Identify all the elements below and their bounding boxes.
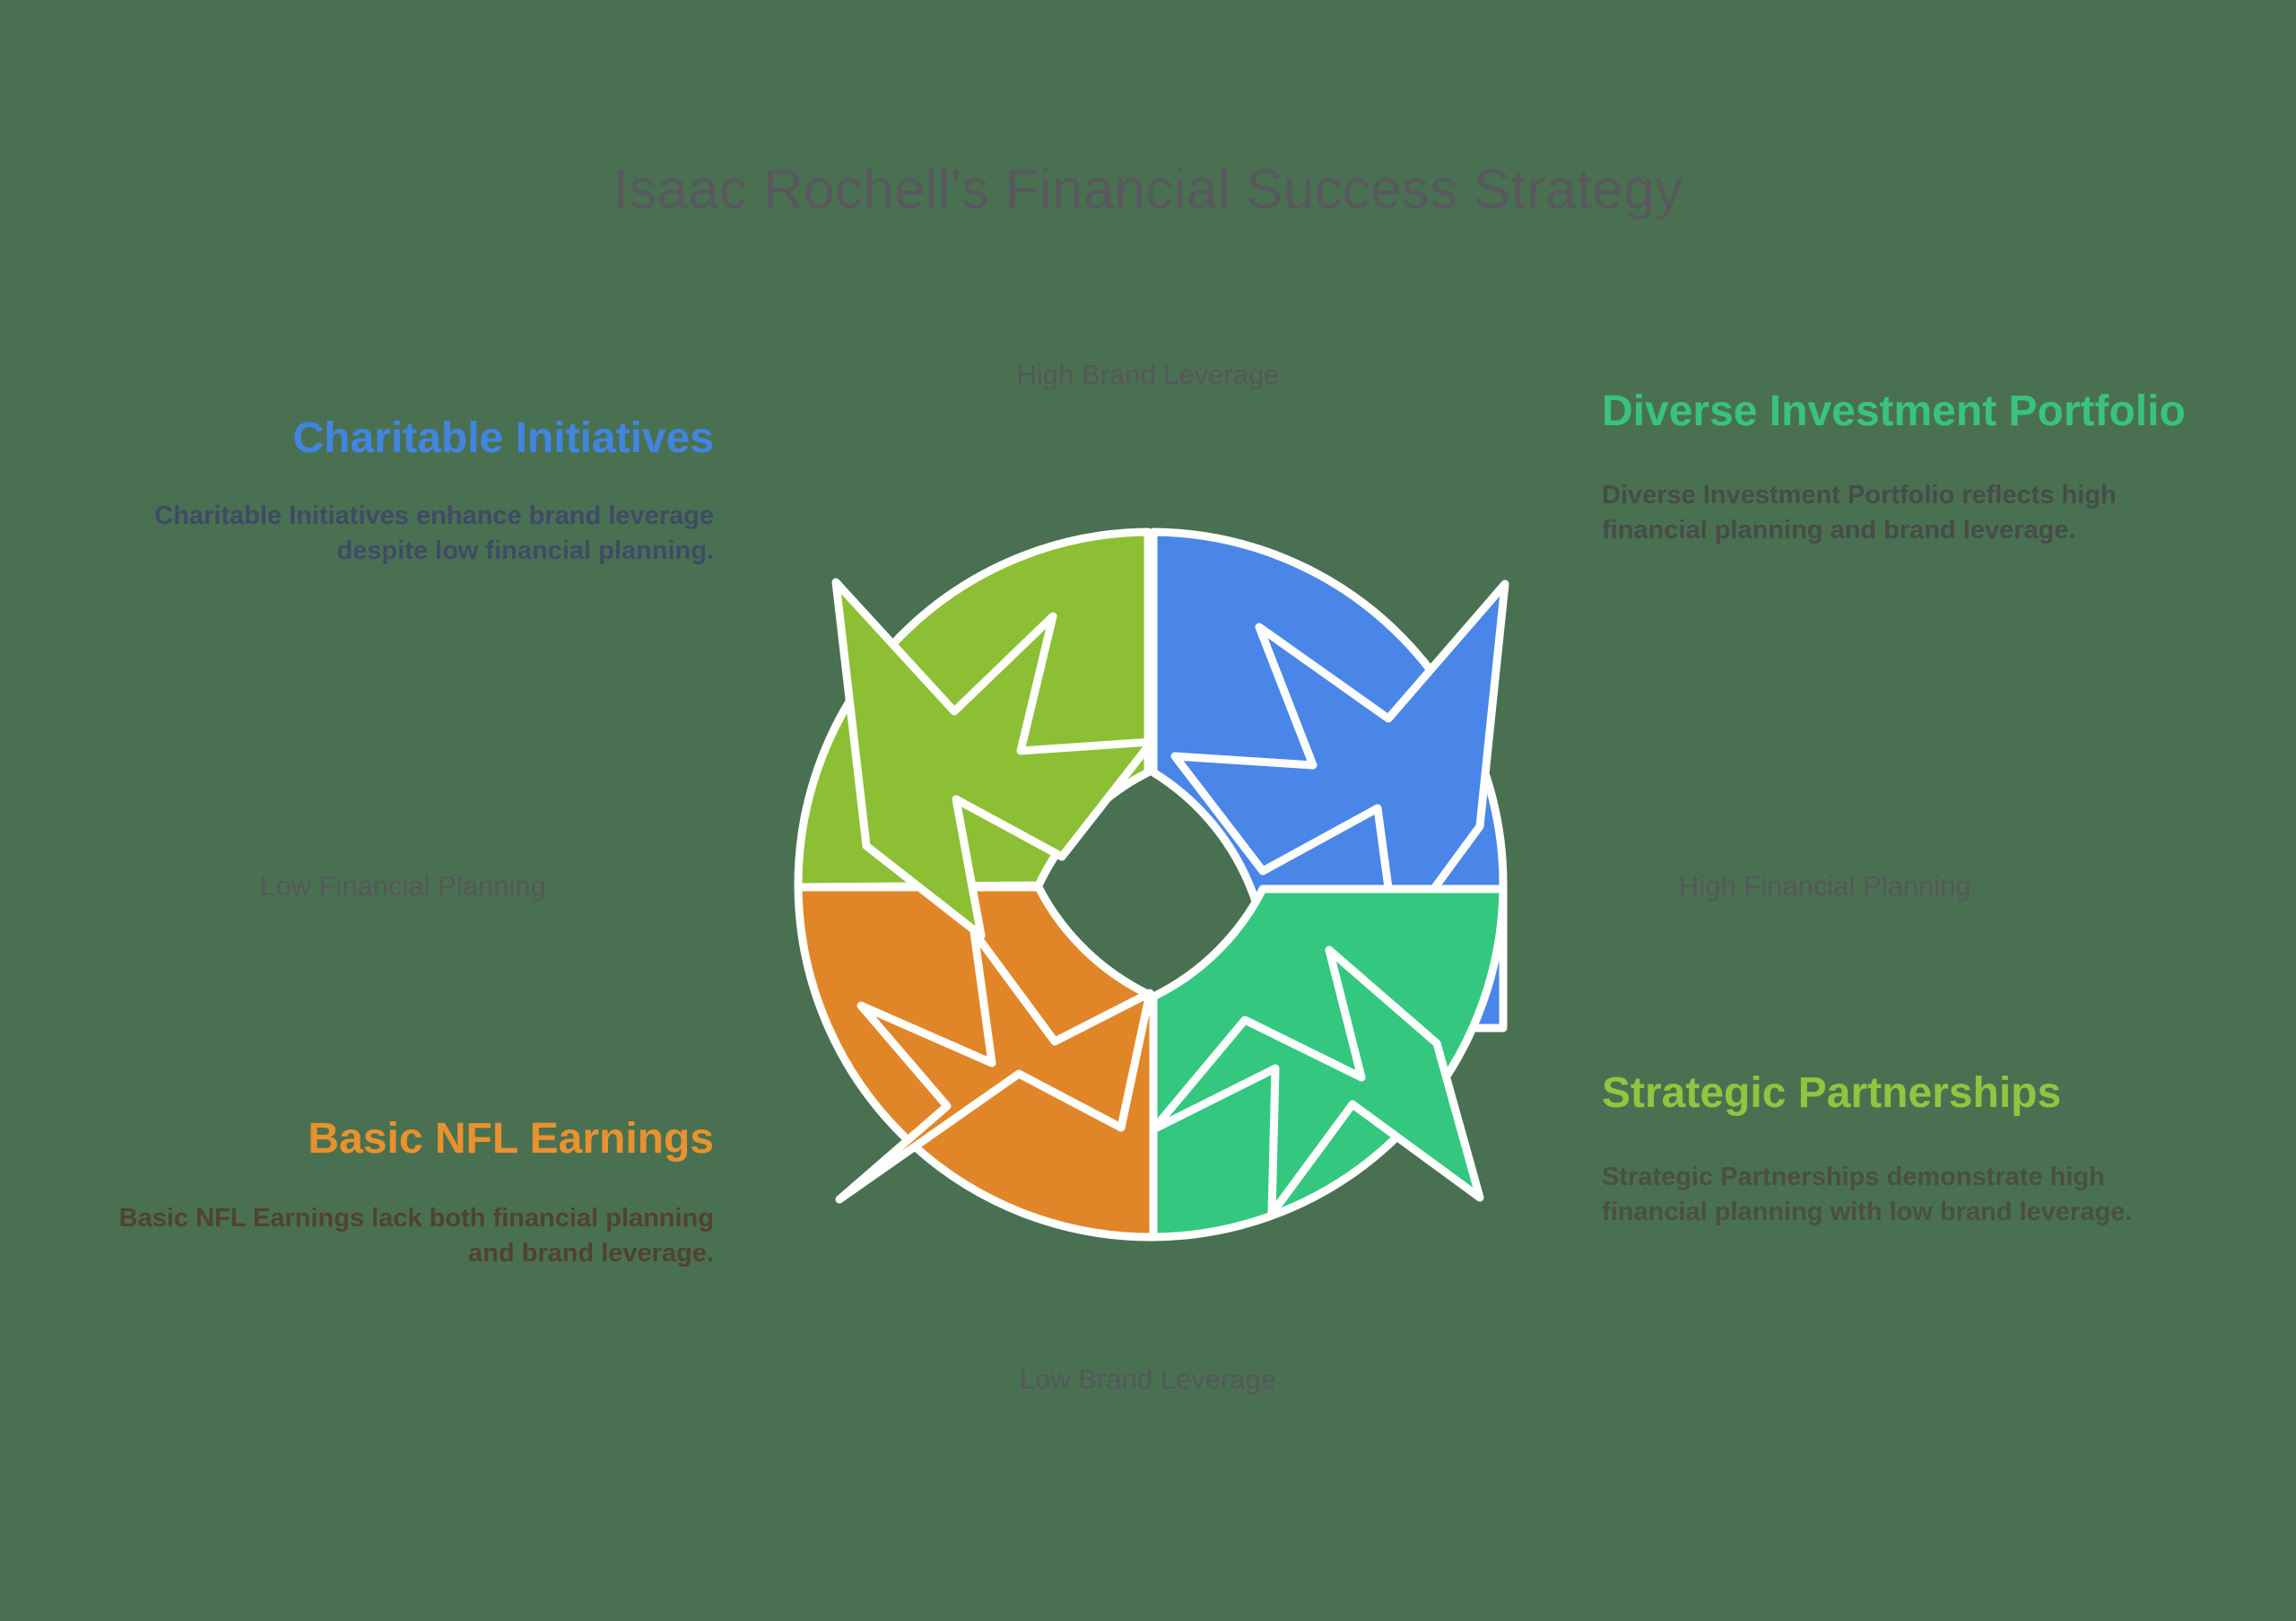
ring-segment-charitable-initiatives[interactable] [794, 527, 1156, 940]
arrowhead-lime [831, 578, 1156, 940]
quadrant-body-basic-nfl-earnings: Basic NFL Earnings lack both financial p… [118, 1203, 714, 1268]
quadrant-charitable-initiatives: Charitable Initiatives Charitable Initia… [115, 414, 714, 569]
quadrant-basic-nfl-earnings: Basic NFL Earnings Basic NFL Earnings la… [86, 1115, 714, 1271]
quadrant-heading-basic-nfl-earnings: Basic NFL Earnings [308, 1115, 714, 1163]
cycle-ring-diagram [794, 527, 1509, 1242]
axis-label-top: High Brand Leverage [1016, 359, 1280, 390]
arrowhead-blue [1170, 580, 1509, 946]
quadrant-diverse-investment-portfolio: Diverse Investment Portfolio Diverse Inv… [1602, 388, 2212, 548]
page-title: Isaac Rochell's Financial Success Strate… [613, 159, 1683, 221]
quadrant-body-charitable-initiatives: Charitable Initiatives enhance brand lev… [154, 501, 714, 565]
quadrant-heading-diverse-investment-portfolio: Diverse Investment Portfolio [1602, 388, 2186, 435]
arrowhead-teal [1149, 946, 1484, 1218]
axis-label-left: Low Financial Planning [260, 870, 546, 902]
ring-segment-strategic-partnerships[interactable] [1149, 883, 1508, 1242]
quadrant-body-strategic-partnerships: Strategic Partnerships demonstrate high … [1602, 1162, 2133, 1226]
quadrant-body-diverse-investment-portfolio: Diverse Investment Portfolio reflects hi… [1602, 480, 2117, 545]
quadrant-heading-strategic-partnerships: Strategic Partnerships [1602, 1069, 2062, 1117]
axis-label-bottom: Low Brand Leverage [1019, 1364, 1277, 1395]
quadrant-strategic-partnerships: Strategic Partnerships Strategic Partner… [1602, 1069, 2212, 1230]
cycle-ring-svg [794, 527, 1509, 1242]
ring-segment-basic-nfl-earnings[interactable] [794, 883, 1158, 1242]
axis-label-right: High Financial Planning [1679, 870, 1971, 902]
quadrant-heading-charitable-initiatives: Charitable Initiatives [292, 414, 714, 462]
arrowhead-orange [835, 928, 1154, 1204]
